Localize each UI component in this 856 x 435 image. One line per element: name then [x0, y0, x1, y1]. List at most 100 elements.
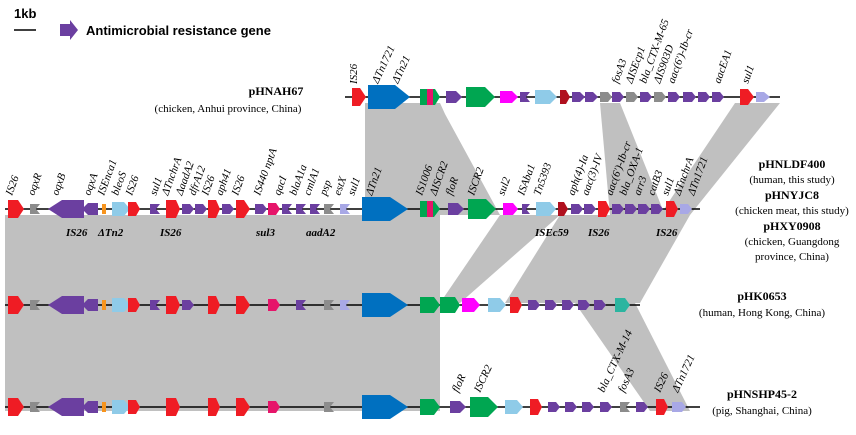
gene-r4-gray2	[620, 402, 630, 412]
gene-r4-gray	[324, 402, 334, 412]
gene-r2-aac6	[612, 204, 624, 214]
gene-r3-g1	[150, 300, 160, 310]
plasmid-name-2: pHNLDF400	[759, 157, 826, 171]
gene-r3-oqxR	[30, 300, 40, 310]
gene-r2-g4	[255, 204, 267, 214]
gene-r4-red4	[236, 398, 250, 416]
gene-r2-blue	[112, 202, 130, 216]
gene-r2-lav	[340, 204, 350, 214]
label: sul1	[660, 176, 678, 197]
gene-r4-iscr2	[470, 397, 498, 417]
scale-label: 1kb	[14, 6, 36, 21]
genes-row1	[352, 85, 770, 109]
gene-tn5393	[535, 90, 557, 104]
gene-r3-orange	[102, 300, 106, 310]
homology-band-6	[505, 215, 690, 303]
gene-ctx	[640, 92, 652, 102]
label: floR	[444, 175, 462, 197]
gene-r2-pinkbar	[427, 201, 433, 217]
gene-r4-is26	[8, 398, 24, 416]
gene-r4-pink	[268, 401, 280, 413]
gene-r3-tn21	[362, 293, 408, 317]
gene-aac2	[585, 92, 598, 102]
gene-r3-g8	[594, 300, 606, 310]
gene-r3-g2	[182, 300, 194, 310]
plasmid-name-7: pHNSHP45-2	[727, 387, 797, 401]
plasmid-desc-5: province, China)	[755, 251, 829, 263]
label: oqxR	[26, 171, 45, 197]
gene-is26	[352, 88, 366, 106]
gene-r2-iscr2	[468, 199, 496, 219]
gene-r3-pink	[268, 299, 280, 311]
plasmid-labels: pHNAH67 (chicken, Anhui province, China)…	[155, 84, 850, 417]
gene-r2-oqxA	[82, 203, 98, 215]
homology-band-4	[5, 215, 440, 303]
plasmid-desc-7: (pig, Shanghai, China)	[712, 405, 812, 417]
label: aacEA1	[712, 48, 735, 85]
gene-legend-label: Antimicrobial resistance gene	[86, 23, 271, 38]
gene-r4-red5	[530, 399, 542, 415]
gene-r4-blue2	[505, 400, 523, 414]
label: ISCR2	[471, 363, 495, 395]
gene-r4-oqxR	[30, 402, 40, 412]
gene-r2-oqxR	[30, 204, 40, 214]
label: IS26	[3, 174, 22, 198]
gene-sul1-end	[756, 92, 770, 102]
label: sul1	[740, 64, 758, 85]
gene-floR	[446, 91, 462, 103]
gene-r2-orange	[102, 204, 106, 214]
gene-r3-g5	[545, 300, 557, 310]
labels-row2-bottom: IS26 ΔTn2 IS26 sul3 aadA2 ISEc59 IS26 IS…	[65, 227, 678, 239]
gene-r2-aph	[571, 204, 583, 214]
label: floR	[450, 372, 469, 394]
gene-aacEA1	[683, 92, 696, 102]
legend: 1kb Antimicrobial resistance gene	[14, 6, 271, 40]
gene-r3-blue	[112, 298, 130, 312]
gene-darkred	[560, 90, 570, 104]
gene-r2-pink	[268, 203, 280, 215]
label: aadA2	[306, 227, 336, 239]
gene-r4-g1	[548, 402, 560, 412]
gene-r4-g4	[600, 402, 612, 412]
gene-r2-is26	[8, 200, 24, 218]
gene-is903	[654, 92, 666, 102]
genes-row4	[8, 395, 686, 419]
label: IS26	[655, 227, 678, 239]
gene-r4-tn21	[362, 395, 408, 419]
gene-isecp1	[626, 92, 638, 102]
label: ΔTn1721	[669, 353, 697, 395]
label: sul3	[255, 227, 275, 239]
gene-r4-red	[128, 400, 140, 414]
gene-r2-sul2	[503, 203, 518, 215]
plasmid-desc-2: (human, this study)	[749, 174, 835, 186]
homology-band-1	[365, 103, 500, 215]
gene-r3-oqxB	[48, 296, 84, 314]
gene-r2-darkred	[558, 202, 568, 216]
gene-r3-red3	[208, 296, 220, 314]
gene-r3-magenta	[462, 298, 480, 312]
gene-r2-g5	[282, 204, 292, 214]
gene-r2-sul1	[150, 204, 160, 214]
gene-r3-is26	[8, 296, 24, 314]
gene-r2-aba	[522, 204, 530, 214]
gene-iscr2	[466, 87, 495, 107]
gene-fosA3	[612, 92, 624, 102]
homology-band-8	[575, 303, 690, 411]
gene-r4-lav	[672, 402, 686, 412]
gene-r4-green	[420, 399, 440, 415]
label: IS26	[348, 63, 360, 85]
gene-gray1	[600, 92, 612, 102]
label: sul1	[148, 176, 166, 197]
label: ISEc59	[534, 227, 569, 239]
gene-r2-lav2	[680, 204, 692, 214]
gene-r3-g6	[562, 300, 574, 310]
gene-r2-cat	[651, 204, 663, 214]
label: IS26	[159, 227, 182, 239]
label: sul1	[346, 176, 364, 197]
gene-r2-tn21	[362, 197, 408, 221]
gene-r2-g2	[195, 204, 207, 214]
gene-r3-g3	[296, 300, 306, 310]
gene-r3-red	[128, 298, 140, 312]
